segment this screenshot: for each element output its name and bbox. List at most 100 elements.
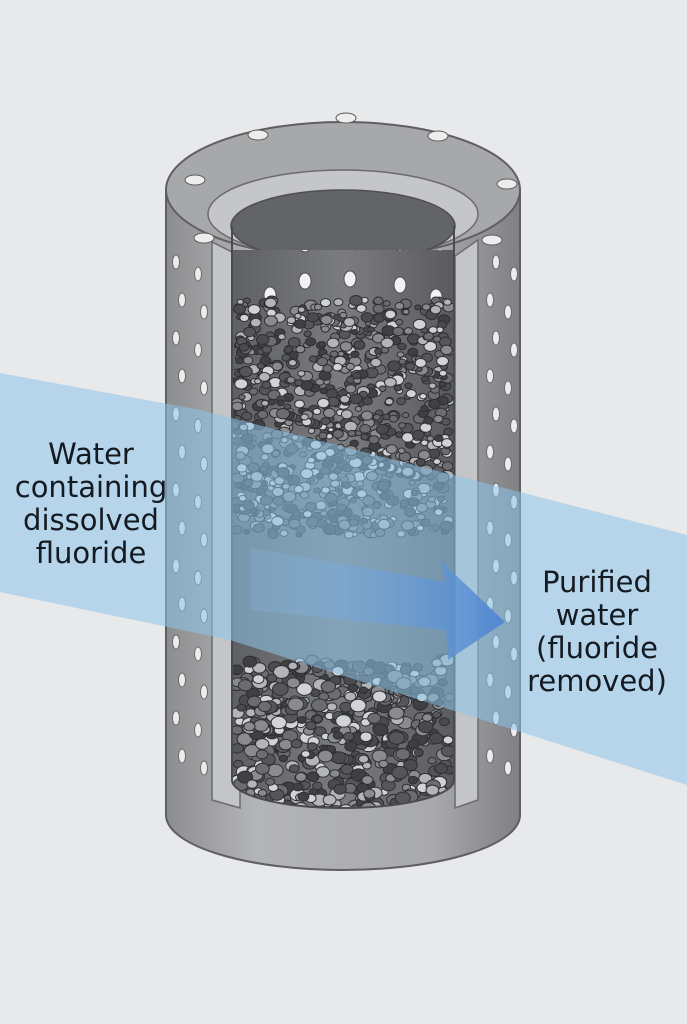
filter-granule xyxy=(238,393,246,401)
perforation-hole xyxy=(393,250,407,252)
filter-granule xyxy=(238,365,253,378)
filter-granule xyxy=(412,318,427,331)
filter-granule xyxy=(353,340,366,350)
filter-granule xyxy=(359,731,373,742)
perforation-hole xyxy=(298,250,312,253)
filter-granule xyxy=(382,413,391,421)
perforation-hole xyxy=(194,722,202,738)
filter-granule xyxy=(394,301,405,311)
filter-granule xyxy=(255,749,269,760)
filter-granule xyxy=(411,429,425,441)
filter-granule xyxy=(318,431,328,440)
filter-granule xyxy=(272,665,290,679)
filter-granule xyxy=(428,732,444,745)
filter-granule xyxy=(349,295,363,307)
filter-granule xyxy=(306,742,318,751)
filter-granule xyxy=(420,375,429,383)
filter-granule xyxy=(440,745,454,758)
filter-granule xyxy=(233,303,246,315)
filter-granule xyxy=(277,333,286,341)
perforation-hole xyxy=(504,304,512,320)
filter-granule xyxy=(319,387,328,395)
filter-granule xyxy=(428,398,441,410)
filter-granule xyxy=(297,716,307,724)
filter-granule xyxy=(443,298,452,306)
filter-granule xyxy=(315,766,331,778)
perforation-hole xyxy=(510,342,518,358)
filter-granule xyxy=(271,361,283,372)
inlet-label-line: dissolved xyxy=(23,503,159,537)
perforation-hole xyxy=(433,250,447,252)
filter-granule xyxy=(391,765,409,780)
filter-granule xyxy=(352,371,362,380)
filter-granule xyxy=(405,362,416,371)
filter-granule xyxy=(388,414,399,423)
filter-granule xyxy=(300,750,311,758)
filter-granule xyxy=(252,674,265,685)
filter-granule xyxy=(438,369,448,377)
filter-granule xyxy=(436,355,450,367)
filter-granule xyxy=(276,399,285,407)
filter-granule xyxy=(378,759,389,768)
perforation-hole xyxy=(393,276,407,294)
filter-granule xyxy=(343,731,355,742)
filter-granule xyxy=(350,329,359,335)
filter-granule xyxy=(235,357,245,365)
filter-granule xyxy=(286,376,296,384)
filter-granule xyxy=(261,380,272,390)
filter-granule xyxy=(288,764,300,774)
perforation-hole xyxy=(178,368,186,384)
filter-granule xyxy=(288,359,298,367)
filter-granule xyxy=(375,423,390,435)
filter-granule xyxy=(442,735,454,745)
perforation-hole xyxy=(486,368,494,384)
filter-granule xyxy=(423,331,434,341)
filter-granule xyxy=(297,306,306,313)
filter-granule xyxy=(429,304,442,315)
filter-granule xyxy=(237,770,254,784)
filter-granule xyxy=(232,725,244,735)
filter-granule xyxy=(320,680,337,693)
filter-granule xyxy=(373,296,384,305)
perforation-hole xyxy=(510,418,518,434)
filter-granule xyxy=(247,695,262,708)
filter-granule xyxy=(361,775,374,785)
filter-granule xyxy=(258,372,271,382)
filter-granule xyxy=(283,403,292,410)
filter-granule xyxy=(395,431,404,439)
filter-granule xyxy=(354,405,362,412)
filter-granule xyxy=(398,358,407,365)
filter-granule xyxy=(396,397,407,406)
filter-granule xyxy=(407,739,420,750)
filter-granule xyxy=(363,788,376,799)
filter-granule xyxy=(333,783,347,795)
filter-granule xyxy=(405,389,417,399)
filter-granule xyxy=(257,409,269,420)
filter-granule xyxy=(316,356,329,367)
filter-granule xyxy=(310,698,328,712)
filter-granule xyxy=(374,347,383,355)
filter-granule xyxy=(294,772,307,782)
filter-granule xyxy=(402,308,410,315)
perforation-hole xyxy=(492,254,500,270)
filter-granule xyxy=(312,714,323,723)
perforation-hole xyxy=(184,174,206,186)
perforation-hole xyxy=(298,272,312,290)
filter-granule xyxy=(332,362,343,372)
perforation-hole xyxy=(486,444,494,460)
filter-granule xyxy=(372,723,389,737)
perforation-hole xyxy=(172,254,180,270)
perforation-hole xyxy=(247,129,269,141)
filter-granule xyxy=(256,362,265,370)
filter-granule xyxy=(432,458,442,465)
filter-granule xyxy=(332,429,344,439)
filter-granule xyxy=(395,748,411,761)
filter-granule xyxy=(349,393,363,405)
filter-granule xyxy=(266,673,278,683)
inlet-water-label: Water containing dissolved fluoride xyxy=(6,438,176,570)
filter-granule xyxy=(242,356,254,365)
filter-granule xyxy=(370,357,382,368)
outlet-label-line: water xyxy=(555,598,639,632)
filter-granule xyxy=(395,318,404,326)
filter-granule xyxy=(237,679,253,692)
